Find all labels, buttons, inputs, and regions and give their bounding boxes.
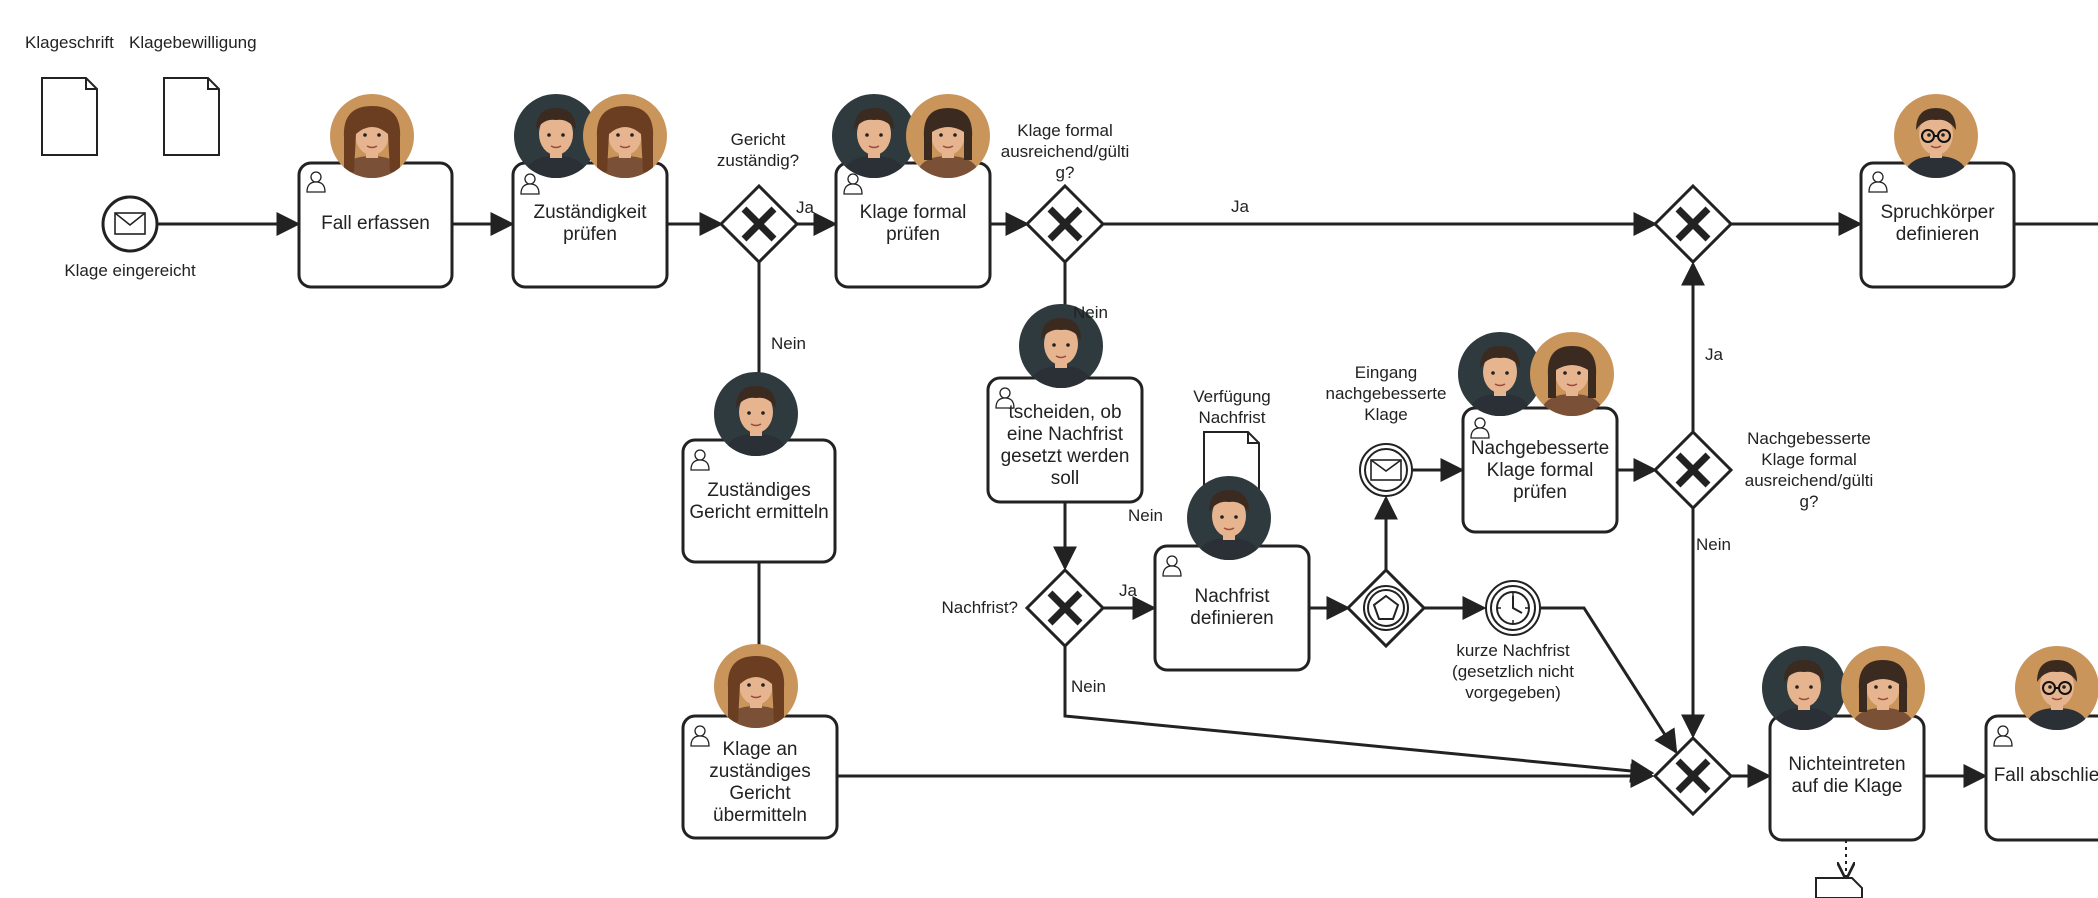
data-object-label-klageschrift: Klageschrift — [25, 33, 114, 52]
event-label-start: Klage eingereicht — [64, 261, 196, 280]
start-event — [101, 195, 159, 253]
sequence-flows — [158, 212, 2098, 788]
avatar — [514, 94, 598, 178]
avatar — [583, 94, 667, 178]
task-formal-box — [834, 161, 992, 289]
data-object-label-verfuegung: Verfügung Nachfrist — [1193, 387, 1271, 427]
flow-label-nein: Nein — [1071, 677, 1106, 696]
flow-label-nein: Nein — [771, 334, 806, 353]
task-spruchkoerper-definieren[interactable]: Spruchkörper definieren — [1880, 202, 1995, 245]
gateway-merge-nein — [1652, 735, 1734, 817]
task-nachgeb-box — [1461, 406, 1619, 534]
flow-label-ja: Ja — [796, 198, 814, 217]
avatar — [2015, 646, 2098, 730]
flow-label-ja: Ja — [1705, 345, 1723, 364]
task-fall-erfassen[interactable]: Fall erfassen — [321, 213, 430, 234]
task-nachfrist-definieren[interactable]: Nachfrist definieren — [1190, 586, 1274, 629]
avatar — [1458, 332, 1542, 416]
message-catch-event — [1359, 443, 1413, 497]
flow-label-nein: Nein — [1073, 303, 1108, 322]
data-object-label-klagebewilligung: Klagebewilligung — [129, 33, 257, 52]
gateway-gericht-zustaendig — [718, 183, 800, 265]
task-nichteintreten[interactable]: Nichteintreten auf die Klage — [1788, 754, 1906, 797]
flow-label-ja: Ja — [1231, 197, 1249, 216]
flow-label-nein: Nein — [1128, 506, 1163, 525]
avatar — [1894, 94, 1978, 178]
flow-label-nein: Nein — [1696, 535, 1731, 554]
avatar — [1841, 646, 1925, 730]
gateway-klage-gueltig — [1024, 183, 1106, 265]
avatar — [1762, 646, 1846, 730]
task-fall-abschliessen[interactable]: Fall abschliess — [1993, 765, 2098, 786]
task-klage-uebermitteln[interactable]: Klage an zuständiges Gericht übermitteln — [709, 739, 811, 826]
avatar — [832, 94, 916, 178]
tasks — [297, 161, 2098, 842]
event-label-message: Eingang nachgebesserte Klage — [1325, 363, 1447, 424]
task-klage-formal-pruefen[interactable]: Klage formal prüfen — [859, 202, 967, 245]
data-object-klageschrift — [41, 77, 98, 156]
event-label-timer: kurze Nachfrist (gesetzlich nicht vorgeg… — [1452, 641, 1574, 702]
gateway-label-nachfrist: Nachfrist? — [941, 598, 1018, 617]
gateway-nachgebessert-gueltig — [1652, 429, 1734, 511]
gateway-label-gericht: Gericht zuständig? — [716, 130, 800, 170]
avatar — [714, 644, 798, 728]
avatar — [906, 94, 990, 178]
task-nachgebesserte-klage-pruefen[interactable]: Nachgebesserte Klage formal prüfen — [1470, 438, 1610, 503]
task-nichteintreten-box — [1768, 714, 1926, 842]
flow-timer-to-gw6 — [1540, 606, 1678, 755]
gateway-merge-ja — [1652, 183, 1734, 265]
gateway-label-klage-gueltig: Klage formal ausreichend/gülti g? — [1000, 121, 1130, 182]
gateway-nachfrist — [1024, 567, 1106, 649]
gateway-label-nachgebessert: Nachgebesserte Klage formal ausreichend/… — [1744, 429, 1874, 511]
envelope-icon — [1370, 459, 1402, 481]
data-object-output — [1815, 877, 1863, 898]
timer-event — [1485, 580, 1541, 636]
gateways — [718, 183, 1734, 817]
task-zustaendiges-gericht-ermitteln[interactable]: Zuständiges Gericht ermitteln — [689, 480, 829, 523]
avatar — [1187, 476, 1271, 560]
clock-icon — [1496, 591, 1530, 625]
envelope-icon — [114, 212, 146, 235]
avatar — [1530, 332, 1614, 416]
avatar — [330, 94, 414, 178]
task-zustaendigkeit-box — [511, 161, 669, 289]
task-zustaendigkeit-pruefen[interactable]: Zuständigkeit prüfen — [533, 202, 647, 245]
flow-gw3-nein-to-gw6 — [1063, 646, 1655, 783]
task-nachfrist-entscheiden[interactable]: tscheiden, ob eine Nachfrist gesetzt wer… — [1000, 402, 1130, 489]
avatar — [1019, 304, 1103, 388]
avatar — [714, 372, 798, 456]
data-object-klagebewilligung — [163, 77, 220, 156]
flow-label-ja: Ja — [1119, 581, 1137, 600]
pentagon-icon — [1372, 594, 1400, 620]
event-based-gateway — [1345, 567, 1427, 649]
